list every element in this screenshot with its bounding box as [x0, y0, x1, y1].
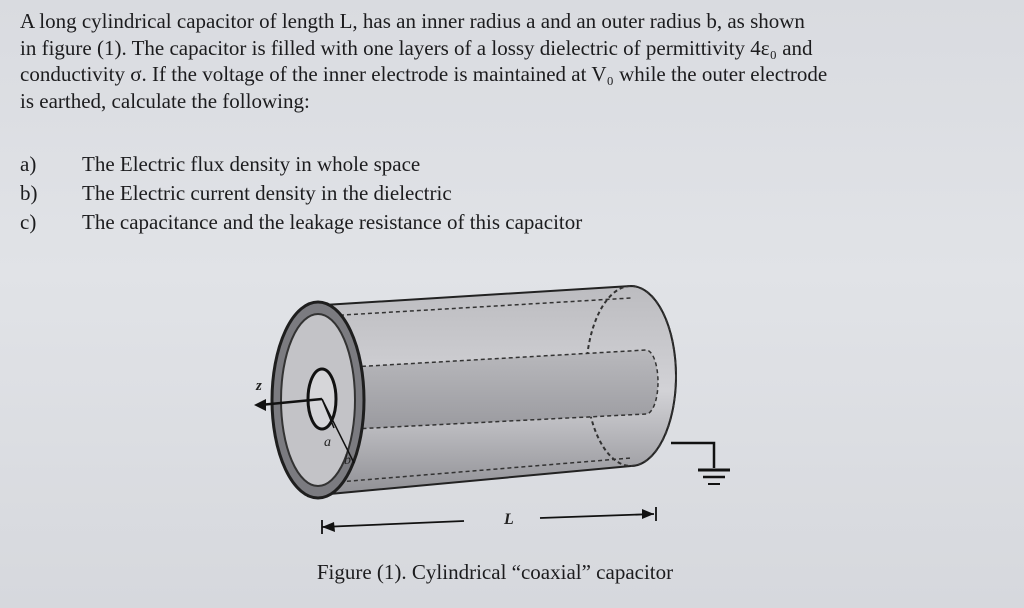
z-axis-arrowhead	[254, 399, 266, 411]
problem-line-3: conductivity σ. If the voltage of the in…	[20, 62, 828, 86]
problem-line-1: A long cylindrical capacitor of length L…	[20, 9, 805, 33]
length-dimension-right	[539, 513, 655, 519]
outer-radius-label: b	[344, 453, 351, 468]
inner-radius-label: a	[324, 435, 331, 450]
question-list: a) The Electric flux density in whole sp…	[20, 150, 582, 237]
question-item: c) The capacitance and the leakage resis…	[20, 208, 582, 237]
question-text: The capacitance and the leakage resistan…	[82, 210, 583, 234]
problem-line-2: in figure (1). The capacitor is filled w…	[20, 35, 813, 60]
question-label: b)	[20, 181, 38, 205]
ground-wire	[671, 441, 716, 468]
z-axis-label: z	[255, 378, 262, 394]
question-item: b) The Electric current density in the d…	[20, 179, 582, 208]
ground-icon	[698, 468, 730, 485]
inner-conductor	[333, 349, 659, 431]
question-item: a) The Electric flux density in whole sp…	[20, 150, 582, 179]
length-dimension-left	[321, 520, 465, 528]
problem-line-4: is earthed, calculate the following:	[20, 88, 310, 113]
question-text: The Electric current density in the diel…	[82, 181, 452, 205]
coaxial-capacitor-diagram: z a b L	[254, 284, 730, 534]
question-label: c)	[20, 210, 37, 234]
question-text: The Electric flux density in whole space	[82, 152, 421, 176]
length-label: L	[503, 511, 514, 528]
figure-caption: Figure (1). Cylindrical “coaxial” capaci…	[316, 560, 674, 584]
question-label: a)	[20, 152, 37, 176]
problem-statement: A long cylindrical capacitor of length L…	[20, 8, 1020, 114]
figure-caption-wrap: Figure (1). Cylindrical “coaxial” capaci…	[0, 560, 1024, 585]
z-axis-line	[259, 397, 323, 407]
